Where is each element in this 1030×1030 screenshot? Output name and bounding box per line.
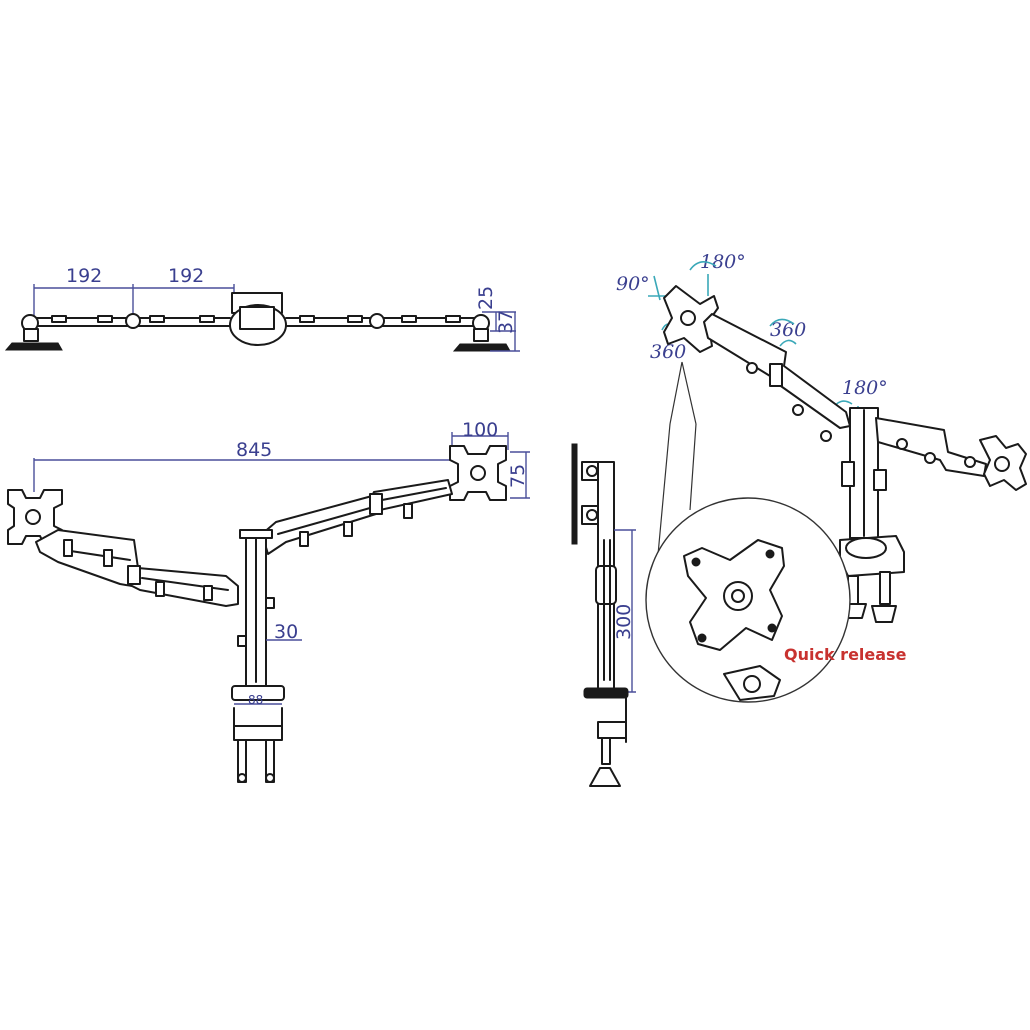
dim-label-height-b: 37 xyxy=(495,310,517,334)
dim-label-total-width: 845 xyxy=(236,439,272,461)
persp-right-vesa-plate xyxy=(979,435,1027,491)
top-pole-core xyxy=(239,306,275,330)
top-right-clip-3 xyxy=(401,315,417,323)
front-clamp-plate xyxy=(233,725,283,741)
tilt-arrow xyxy=(648,275,666,301)
side-clamp-jaw xyxy=(597,721,627,739)
top-right-head-mount xyxy=(473,328,489,342)
detail-vesa-hole xyxy=(765,549,775,559)
perspective-view: 90° 180° 360 360 180° xyxy=(616,251,1027,703)
front-pole-knob xyxy=(265,597,275,609)
callout-quick-release: Quick release xyxy=(784,645,907,664)
detail-vesa-hub-inner xyxy=(731,589,745,603)
front-right-arm-edge xyxy=(277,487,447,535)
persp-clamp-screw-right xyxy=(879,571,891,605)
detail-release-bracket xyxy=(723,665,781,701)
side-clamp-knob xyxy=(589,767,621,787)
detail-vesa-hole xyxy=(767,623,777,633)
detail-vesa-plate xyxy=(683,539,785,651)
arm-rotate-arrow xyxy=(769,318,797,347)
persp-left-vesa-plate xyxy=(663,285,719,353)
dim-label-arm-2: 192 xyxy=(168,265,204,287)
top-height-dimension: 25 37 xyxy=(475,286,520,352)
top-right-joint xyxy=(369,313,385,329)
persp-right-clip xyxy=(964,456,976,468)
detail-vesa-hub-outer xyxy=(723,581,753,611)
persp-upper-clip xyxy=(820,430,832,442)
persp-clamp-knob-right xyxy=(871,605,897,623)
side-clamp-screw xyxy=(601,737,611,765)
top-left-clip-1 xyxy=(51,315,67,323)
front-right-vesa-plate xyxy=(449,445,507,501)
front-pole-knob xyxy=(237,635,247,647)
front-right-arm-clip xyxy=(299,531,309,547)
top-left-clip-2 xyxy=(97,315,113,323)
front-right-vesa-hub xyxy=(470,465,486,481)
angle-label-tilt: 90° xyxy=(616,273,650,295)
front-left-arm-clip xyxy=(103,549,113,567)
top-left-clip-3 xyxy=(149,315,165,323)
top-right-clip-4 xyxy=(445,315,461,323)
front-right-arm xyxy=(261,479,453,555)
dim-label-clamp: 88 xyxy=(248,693,263,707)
front-right-arm-clip xyxy=(403,503,413,519)
persp-upper-clip xyxy=(792,404,804,416)
persp-pole-knob xyxy=(873,469,887,491)
top-right-vesa-plate xyxy=(452,343,511,352)
swivel-top-arrow xyxy=(689,261,717,296)
top-right-clip-1 xyxy=(299,315,315,323)
top-arm-dimension: 192 192 xyxy=(33,265,235,318)
top-view: 192 192 xyxy=(4,265,520,352)
front-left-arm-clip xyxy=(63,539,73,557)
front-left-arm-clip xyxy=(203,585,213,601)
front-right-arm-clip xyxy=(343,521,353,537)
front-pole-cap xyxy=(239,529,273,539)
top-left-joint xyxy=(125,313,141,329)
front-clamp-top xyxy=(231,685,285,701)
persp-right-vesa-hub xyxy=(994,456,1010,472)
angle-label-rotate: 360 xyxy=(650,341,686,363)
front-left-arm-edge xyxy=(63,549,229,591)
top-left-vesa-plate xyxy=(4,342,63,351)
dim-label-side-height: 300 xyxy=(613,604,635,640)
persp-right-clip xyxy=(924,452,936,464)
angle-label-swivel-top: 180° xyxy=(700,251,746,273)
persp-pole-knob xyxy=(841,461,855,487)
front-left-arm-clip xyxy=(155,581,165,597)
front-clamp-knob-right xyxy=(265,773,275,783)
front-clamp-knob-left xyxy=(237,773,247,783)
persp-upper-arm-joint xyxy=(769,363,783,387)
persp-left-vesa-hub xyxy=(680,310,696,326)
dim-label-vesa-width: 100 xyxy=(462,419,498,441)
zoom-pointer xyxy=(669,361,697,425)
angle-label-arm: 360 xyxy=(770,319,806,341)
top-right-clip-2 xyxy=(347,315,363,323)
top-left-clip-4 xyxy=(199,315,215,323)
front-left-arm-joint xyxy=(127,565,141,585)
side-view: 300 xyxy=(571,443,636,787)
angle-label-swivel-mid: 180° xyxy=(842,377,888,399)
persp-clamp-base xyxy=(845,537,887,559)
front-right-arm-joint xyxy=(369,493,383,515)
dim-label-vesa-height: 75 xyxy=(507,464,529,488)
front-clamp-body xyxy=(233,707,283,727)
dim-label-arm-1: 192 xyxy=(66,265,102,287)
top-left-head-mount xyxy=(23,328,39,342)
side-monitor-edge xyxy=(571,443,578,545)
side-pole-handle xyxy=(595,565,617,605)
persp-right-clip xyxy=(896,438,908,450)
detail-quick-release xyxy=(723,665,781,701)
side-clamp-top xyxy=(583,687,629,699)
detail-vesa-hole xyxy=(697,633,707,643)
side-pole-groove xyxy=(603,539,611,681)
dim-label-pole: 30 xyxy=(274,621,298,643)
detail-vesa-hole xyxy=(691,557,701,567)
detail-vesa-outline xyxy=(683,539,785,651)
persp-upper-clip xyxy=(746,362,758,374)
front-view: 845 100 75 xyxy=(7,419,530,783)
front-left-vesa-hub xyxy=(25,509,41,525)
dim-label-height-a: 25 xyxy=(475,286,497,310)
detail-release-knob xyxy=(743,675,761,693)
